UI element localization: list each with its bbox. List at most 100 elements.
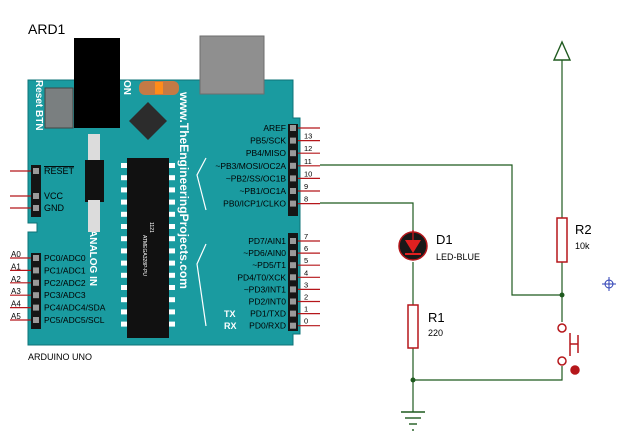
- pin-socket[interactable]: [290, 175, 296, 182]
- pin-socket[interactable]: [33, 193, 39, 199]
- digital-pin-num: 11: [304, 157, 312, 166]
- chip-pin: [121, 297, 127, 303]
- chip-pin: [169, 248, 175, 254]
- resistor-r1[interactable]: [407, 304, 419, 349]
- atmega-chip: 1121 ATMEGA328P-PU: [121, 158, 175, 338]
- pin-socket[interactable]: [33, 205, 39, 211]
- digital-pin-num: 13: [304, 132, 312, 141]
- diode-top: [88, 134, 100, 162]
- digital-pin-num: 1: [304, 305, 308, 314]
- analog-pin-label: PC4/ADC4/SDA: [44, 303, 106, 313]
- pin-socket[interactable]: [290, 137, 296, 144]
- digital-pin-label: ~PB3/MOSI/OC2A: [215, 161, 286, 171]
- digital-pin-num: 6: [304, 244, 308, 253]
- pin-socket[interactable]: [290, 298, 296, 305]
- r2-value: 10k: [575, 241, 590, 251]
- crosshair-icon: [602, 277, 616, 291]
- digital-pin-num: 2: [304, 293, 308, 302]
- pin-socket[interactable]: [290, 200, 296, 207]
- chip-pin: [121, 260, 127, 266]
- digital-pin-label: PB0/ICP1/CLKO: [223, 199, 286, 209]
- digital-pin-num: 9: [304, 182, 308, 191]
- pin-socket[interactable]: [290, 250, 296, 257]
- pin-socket[interactable]: [33, 255, 39, 261]
- bracket-bottom: [196, 243, 207, 327]
- pin-socket[interactable]: [290, 125, 296, 131]
- digital-pin-label: PB4/MISO: [246, 148, 287, 158]
- pin-socket[interactable]: [290, 310, 296, 317]
- chip-pin: [169, 236, 175, 242]
- digital-pin-label: AREF: [263, 123, 286, 133]
- chip-pin: [169, 297, 175, 303]
- bracket-top: [196, 157, 207, 211]
- pin-socket[interactable]: [290, 262, 296, 269]
- pin-socket[interactable]: [33, 168, 39, 174]
- chip-pin: [121, 248, 127, 254]
- chip-pin: [121, 187, 127, 193]
- reset-button[interactable]: [44, 87, 74, 129]
- analog-pin-label: PC5/ADC5/SCL: [44, 315, 105, 325]
- power-terminal-icon[interactable]: [552, 40, 572, 61]
- led-value: LED-BLUE: [436, 252, 480, 262]
- digital-pin-label: PD4/T0/XCK: [237, 272, 286, 282]
- chip-pin: [169, 211, 175, 217]
- analog-pin-num: A1: [11, 262, 21, 271]
- wire-gnd-button: [413, 366, 563, 381]
- analog-header: [31, 253, 41, 329]
- chip-pin: [169, 260, 175, 266]
- pin-socket[interactable]: [290, 286, 296, 293]
- chip-pin: [121, 175, 127, 181]
- r2-ref: R2: [575, 222, 592, 237]
- diode-bottom: [88, 200, 100, 232]
- digital-pin-label: ~PD6/AIN0: [243, 248, 286, 258]
- analog-pin-num: A0: [11, 250, 21, 259]
- resistor-r2[interactable]: [556, 217, 568, 263]
- pin-socket[interactable]: [33, 304, 39, 311]
- digital-pin-label: PD1/TXD: [250, 309, 286, 319]
- digital-pin-label: ~PB1/OC1A: [239, 186, 286, 196]
- digital-pin-label: ~PD3/INT1: [244, 284, 287, 294]
- ground-icon[interactable]: [401, 411, 425, 431]
- digital-pin-num: 4: [304, 268, 308, 277]
- site-text: www.TheEngineeringProjects.com: [177, 91, 191, 289]
- chip-pin: [169, 309, 175, 315]
- pin-socket[interactable]: [290, 238, 296, 244]
- power-pin-label: GND: [44, 203, 65, 213]
- push-button[interactable]: [557, 323, 580, 375]
- pin-socket[interactable]: [33, 317, 39, 323]
- power-pin-label: VCC: [44, 191, 64, 201]
- wire-pin9: [320, 202, 414, 230]
- analog-in-label: ANALOG IN: [87, 230, 98, 286]
- power-jack: [74, 38, 120, 128]
- digital-header-top: [288, 124, 298, 216]
- digital-pin-num: 0: [304, 317, 308, 326]
- pin-socket[interactable]: [33, 279, 39, 286]
- junction-dot: [559, 292, 565, 298]
- chip-pin: [121, 211, 127, 217]
- chip-pin: [121, 236, 127, 242]
- pin-socket[interactable]: [33, 267, 39, 274]
- digital-pin-label: PD0/RXD: [249, 321, 286, 331]
- pin-socket[interactable]: [290, 274, 296, 281]
- rx-label: RX: [224, 321, 237, 331]
- pin-socket[interactable]: [290, 150, 296, 157]
- digital-pin-label: PD2/INT0: [249, 297, 287, 307]
- pin-socket[interactable]: [290, 188, 296, 194]
- led-d1[interactable]: [398, 230, 428, 261]
- pin-socket[interactable]: [290, 162, 296, 169]
- digital-pin-num: 10: [304, 169, 312, 178]
- digital-pin-label: ~PD5/T1: [252, 260, 286, 270]
- junction-dot: [410, 377, 416, 383]
- analog-pin-num: A5: [11, 312, 21, 321]
- pin-socket[interactable]: [290, 322, 296, 329]
- wires: [320, 60, 563, 412]
- chip-pin: [169, 187, 175, 193]
- tx-label: TX: [224, 309, 236, 319]
- pin-socket[interactable]: [33, 292, 39, 299]
- wire-pin12: [320, 164, 562, 296]
- digital-pin-label: ~PB2/SS/OC1B: [226, 173, 287, 183]
